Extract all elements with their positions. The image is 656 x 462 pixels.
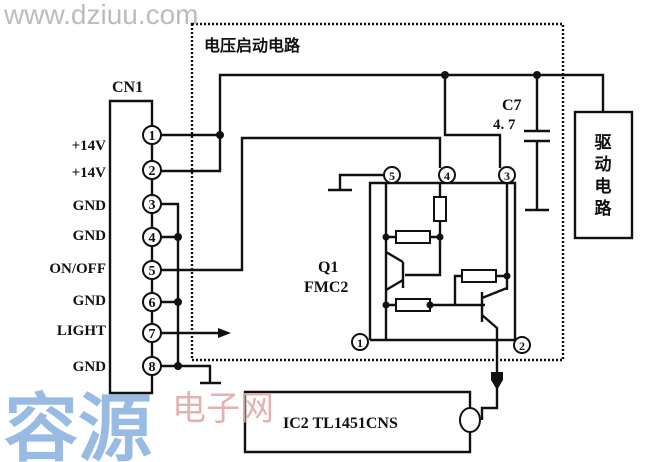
supply-wire: [161, 73, 605, 173]
q1-internal: [382, 183, 511, 360]
connector-pin-number: 2: [149, 164, 156, 179]
connector-pin-label: GND: [73, 293, 107, 309]
module-border: [190, 22, 565, 362]
q1-pin: [513, 336, 531, 354]
q1-pin: [383, 166, 401, 184]
watermark-url: www.dziuu.com: [3, 0, 199, 30]
q1-pin-label: 2: [519, 339, 525, 353]
drive-circuit-block: [573, 110, 634, 240]
connector-name: CN1: [112, 79, 143, 96]
connector-pin-number: 3: [149, 198, 156, 213]
arrow-down-icon: [491, 372, 503, 390]
watermark-main: 容源: [4, 386, 152, 462]
q1-pin-label: 5: [389, 169, 395, 183]
connector-body: [108, 99, 154, 395]
connector-pin-label: ON/OFF: [49, 261, 106, 277]
connector-pin-number: 8: [149, 360, 156, 375]
connector-pin-label: LIGHT: [57, 323, 106, 339]
junction: [174, 233, 182, 241]
arrow-right-icon: [218, 328, 231, 338]
module-title: 电压启动电路: [204, 36, 301, 55]
junction: [174, 298, 182, 306]
connector-pin-number: 4: [149, 231, 156, 246]
ic2-block: [243, 390, 472, 454]
connector-pin-number: 1: [149, 129, 156, 144]
junction: [174, 362, 182, 370]
transistor-part: FMC2: [304, 279, 348, 296]
q1-pin: [351, 333, 369, 351]
connector-pin-number: 5: [149, 264, 156, 279]
drive-label-char: 路: [595, 198, 613, 219]
drive-label-char: 动: [595, 155, 612, 175]
q1-pin: [438, 166, 456, 184]
capacitor-value: 4. 7: [493, 117, 516, 133]
ic2-label: IC2 TL1451CNS: [283, 415, 398, 432]
watermark-sub: 电子网: [172, 389, 274, 429]
junction: [216, 131, 224, 139]
drive-label-char: 驱: [595, 133, 612, 153]
connector-pin-label: GND: [73, 228, 107, 244]
connector-pin-label: GND: [73, 359, 107, 375]
onoff-wire: [161, 136, 442, 272]
q1-ground: [328, 173, 384, 192]
drive-label-char: 电: [595, 176, 612, 197]
capacitor-name: C7: [502, 97, 522, 114]
ground-wire: [161, 202, 221, 385]
q1-pin-label: 3: [504, 169, 510, 183]
transistor-name: Q1: [318, 259, 338, 276]
q1-package: [368, 181, 517, 342]
ic2-port: [459, 407, 481, 433]
connector-pin-label: GND: [73, 198, 107, 214]
connector-pin-label: +14V: [72, 165, 107, 181]
q1-pin-label: 1: [357, 336, 363, 350]
connector-pin-number: 7: [149, 327, 156, 342]
pin3-wire: [443, 75, 502, 168]
capacitor-c7: [524, 75, 550, 212]
output-wire: [480, 360, 499, 420]
q1-pin-label: 4: [444, 169, 450, 183]
connector-pin-label: +14V: [72, 138, 107, 154]
connector-pin-number: 6: [149, 296, 156, 311]
